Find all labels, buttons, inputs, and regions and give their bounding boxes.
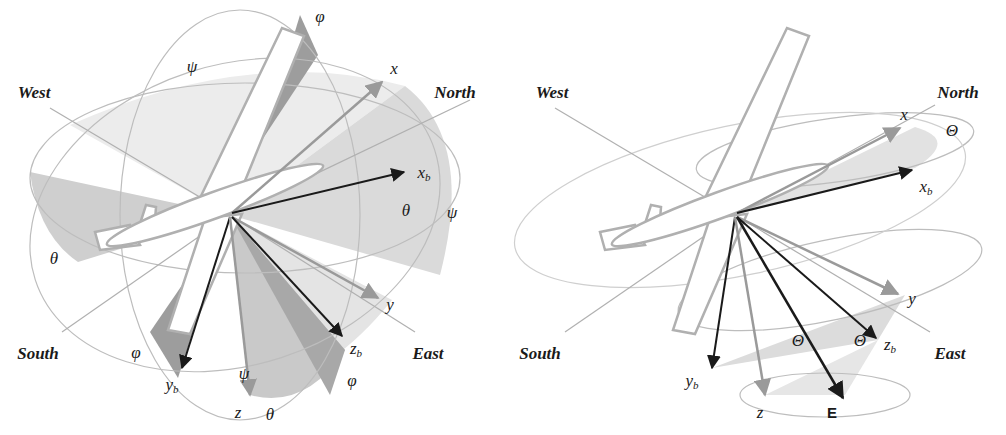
angle-label: φ	[347, 372, 356, 389]
axis-label: yb	[165, 376, 178, 393]
direction-label: West	[18, 84, 51, 101]
yb-axis-arrow	[712, 217, 735, 368]
angle-label: Θ	[792, 332, 804, 349]
direction-label: East	[934, 345, 965, 362]
y-axis-arrow	[232, 217, 378, 298]
east-axis	[735, 215, 930, 332]
phi-sector	[230, 215, 345, 395]
axis-label: y	[386, 296, 394, 313]
angle-label: ψ	[187, 58, 198, 75]
axis-label: yb	[685, 372, 698, 389]
direction-label: North	[937, 84, 979, 101]
axis-label: xb	[919, 178, 932, 195]
zb-axis-arrow	[232, 217, 342, 336]
angle-label: θ	[266, 406, 274, 423]
y-axis-arrow	[737, 217, 898, 294]
e-vector-arrow	[737, 217, 843, 398]
axis-label: z	[235, 404, 242, 421]
z-axis-arrow	[735, 217, 765, 395]
direction-label: South	[17, 345, 59, 362]
angle-label: ψ	[239, 365, 250, 382]
angle-label: θ	[402, 202, 410, 219]
axis-label: x	[900, 106, 908, 123]
right-figure	[499, 28, 989, 417]
angle-label: θ	[50, 250, 58, 267]
left-figure	[0, 7, 481, 422]
angle-label: ψ	[447, 204, 458, 221]
axis-label: xb	[417, 164, 430, 181]
axis-label: zb	[884, 336, 896, 353]
theta-sector	[230, 215, 345, 398]
direction-label: North	[434, 84, 476, 101]
axis-label: zb	[350, 340, 362, 357]
angle-label: φ	[315, 8, 324, 25]
theta-plane	[712, 295, 905, 368]
xb-axis-arrow	[232, 172, 404, 213]
yb-axis-arrow	[182, 217, 230, 368]
direction-label: West	[536, 84, 569, 101]
direction-label: South	[519, 345, 561, 362]
x-axis-arrow	[232, 82, 382, 213]
angle-label: Θ	[946, 122, 958, 139]
direction-label: East	[412, 345, 443, 362]
angle-label: Θ	[854, 332, 866, 349]
x-axis-arrow	[737, 128, 900, 213]
zb-axis-arrow	[737, 217, 876, 338]
axis-label: E	[827, 405, 837, 420]
z-axis-arrow	[230, 217, 250, 395]
axis-label: z	[757, 404, 764, 421]
tilted-circle	[0, 7, 481, 422]
axis-label: y	[908, 290, 916, 307]
angle-label: φ	[131, 344, 140, 361]
orbit-circle	[740, 373, 910, 417]
axis-label: x	[390, 60, 398, 77]
airplane	[95, 28, 328, 334]
xb-axis-arrow	[737, 170, 912, 213]
